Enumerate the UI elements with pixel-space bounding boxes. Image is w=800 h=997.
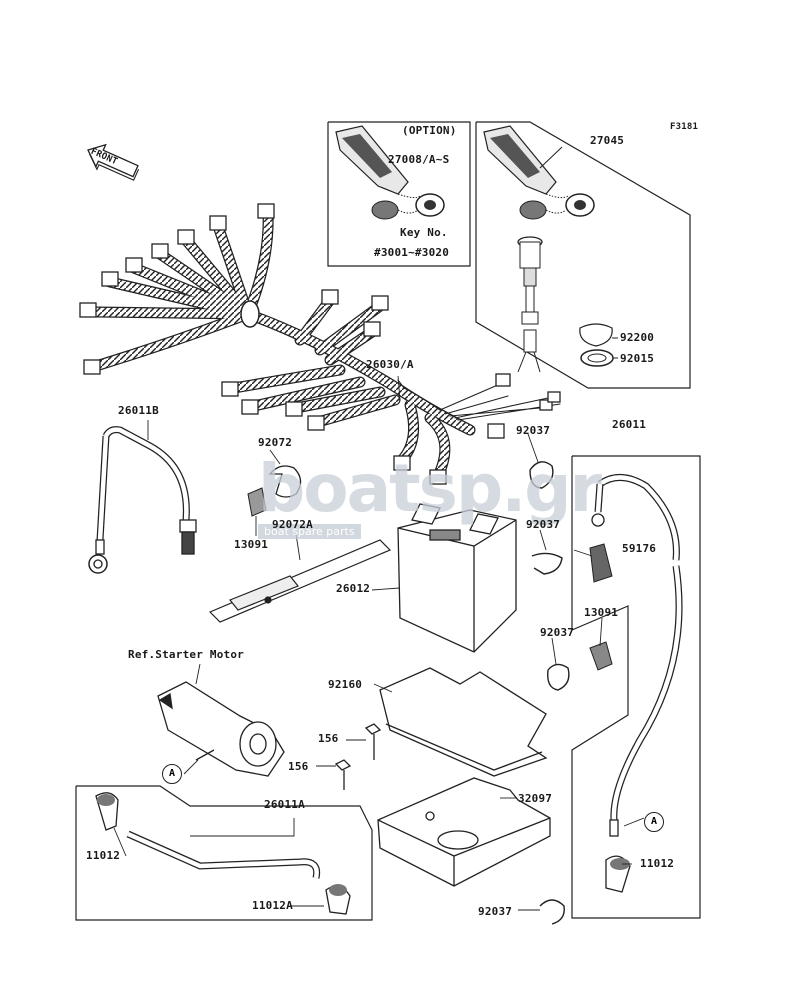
pad-13091-right xyxy=(589,641,613,671)
label-26012: 26012 xyxy=(336,582,371,595)
cable-26011a-frame xyxy=(75,785,373,921)
cable-26011 xyxy=(591,474,683,837)
label-26011a: 26011A xyxy=(264,798,305,811)
key-group-frame xyxy=(475,121,691,389)
clamp-92037-d xyxy=(539,899,565,925)
clamp-92072 xyxy=(268,465,302,498)
clamp-92037-b xyxy=(531,552,563,575)
label-92037-b: 92037 xyxy=(526,518,561,531)
label-26011b: 26011B xyxy=(118,404,159,417)
watermark-brand: boatsp.gr xyxy=(258,450,602,527)
bolt-156-b xyxy=(334,759,352,790)
starter-bolt xyxy=(195,749,215,761)
label-11012-right: 11012 xyxy=(640,857,675,870)
cable-26011b xyxy=(88,426,197,574)
boot-59176 xyxy=(589,543,613,583)
nut-92015 xyxy=(580,349,614,367)
label-26030a: 26030/A xyxy=(366,358,414,371)
callout-a-right: A xyxy=(644,812,664,832)
terminal-cover-11012a xyxy=(325,884,351,915)
pad-13091-left xyxy=(247,487,267,517)
cable-26011-frame xyxy=(571,455,701,919)
label-11012a: 11012A xyxy=(252,899,293,912)
label-13091-right: 13091 xyxy=(584,606,619,619)
option-part-number: 27008/A~S xyxy=(388,153,450,166)
key-number-range: #3001~#3020 xyxy=(374,246,450,259)
battery-tray-32097 xyxy=(377,777,551,887)
label-92072: 92072 xyxy=(258,436,293,449)
leader-lines-key xyxy=(539,146,618,359)
option-box-frame xyxy=(327,121,471,267)
label-92037-c: 92037 xyxy=(540,626,575,639)
label-92072a: 92072A xyxy=(272,518,313,531)
key-number-label: Key No. xyxy=(400,226,448,239)
option-header: (OPTION) xyxy=(402,124,457,137)
harness-connectors xyxy=(79,203,561,485)
label-27045: 27045 xyxy=(590,134,625,147)
ignition-switch xyxy=(517,236,543,373)
label-59176: 59176 xyxy=(622,542,657,555)
cable-26011a xyxy=(126,830,321,879)
battery-26012 xyxy=(397,503,517,653)
main-wiring-harness xyxy=(90,206,561,482)
label-156-a: 156 xyxy=(318,732,339,745)
key-tag-option xyxy=(335,125,445,220)
ring-92200 xyxy=(579,323,613,347)
clamp-92037-a xyxy=(529,461,554,489)
ref-starter-motor-label: Ref.Starter Motor xyxy=(128,648,244,661)
label-92015: 92015 xyxy=(620,352,655,365)
label-92037-a: 92037 xyxy=(516,424,551,437)
terminal-cover-11012-left xyxy=(95,792,119,831)
label-92037-d: 92037 xyxy=(478,905,513,918)
label-11012-left: 11012 xyxy=(86,849,121,862)
starter-motor xyxy=(157,681,285,777)
bolt-156-a xyxy=(364,723,382,760)
label-92160: 92160 xyxy=(328,678,363,691)
strap-92072a xyxy=(208,539,392,623)
figure-code: F3181 xyxy=(670,122,699,132)
watermark-tagline: boat spare parts xyxy=(258,524,361,539)
label-26011: 26011 xyxy=(612,418,647,431)
clamp-92037-c xyxy=(547,663,570,691)
label-156-b: 156 xyxy=(288,760,309,773)
label-13091-left: 13091 xyxy=(234,538,269,551)
callout-a-left: A xyxy=(162,764,182,784)
front-arrow-icon xyxy=(87,143,140,181)
terminal-cover-11012-right xyxy=(605,855,631,893)
label-92200: 92200 xyxy=(620,331,655,344)
label-32097: 32097 xyxy=(518,792,553,805)
gasket-92160 xyxy=(379,667,548,777)
key-tag-main xyxy=(483,125,595,220)
